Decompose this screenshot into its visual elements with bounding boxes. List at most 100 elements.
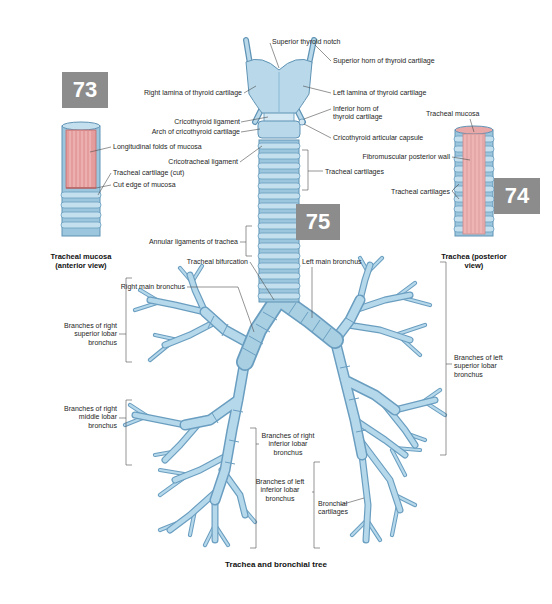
inset-title: Tracheal mucosa (anterior view)	[46, 252, 116, 270]
leader-line	[98, 173, 111, 195]
larynx-cartilage	[246, 40, 314, 122]
part-label: Bronchial cartilages	[318, 500, 358, 517]
figure-caption: Trachea and bronchial tree	[136, 560, 416, 569]
leader-line	[302, 150, 323, 190]
trachea	[258, 233, 300, 239]
leader-line	[240, 146, 262, 162]
leader-line	[315, 45, 331, 61]
tracheal-mucosa-inset	[66, 187, 96, 188]
leader-line	[304, 109, 331, 119]
larynx-cartilage	[258, 121, 300, 138]
trachea	[258, 223, 300, 229]
leader-line	[240, 226, 252, 256]
part-label: Cut edge of mucosa	[113, 181, 193, 189]
leader-line	[250, 262, 274, 300]
part-label: Branches of left inferior lobar bronchus	[248, 478, 312, 503]
part-label: Left lamina of thyroid cartilage	[333, 89, 453, 97]
bronchial-tree	[135, 265, 435, 540]
trachea	[258, 213, 300, 219]
larynx-cartilage	[246, 40, 314, 122]
bronchial-tree	[245, 298, 335, 362]
tracheal-mucosa-inset	[66, 130, 96, 188]
trachea	[258, 143, 300, 299]
leader-line	[119, 278, 132, 362]
trachea	[258, 163, 300, 169]
bronchial-cartilage-ring	[208, 303, 366, 464]
part-label: Superior thyroid notch	[272, 38, 362, 46]
bronchial-cartilage-ring	[243, 312, 277, 356]
inset-title: Trachea (posterior view)	[441, 252, 507, 270]
leader-line	[440, 262, 452, 455]
part-label: Branches of right superior lobar bronchu…	[55, 322, 117, 347]
callout-number: 74	[505, 183, 529, 209]
part-label: Branches of left superior lobar bronchus	[454, 354, 526, 379]
leader-line	[303, 86, 331, 93]
trachea-posterior-inset	[467, 135, 483, 233]
trachea	[258, 193, 300, 199]
trachea	[258, 273, 300, 279]
trachea	[259, 140, 299, 302]
leader-line	[312, 267, 313, 318]
part-label: Tracheal mucosa	[426, 110, 506, 118]
leader-line	[119, 400, 132, 465]
trachea	[258, 203, 300, 209]
larynx-cartilage	[246, 40, 314, 138]
part-label: Tracheal bifurcation	[130, 258, 248, 266]
callout-number: 73	[73, 77, 97, 103]
tracheal-mucosa-inset	[61, 212, 101, 218]
part-label: Right lamina of thyroid cartilage	[120, 89, 242, 97]
callout-box: 75	[296, 204, 340, 240]
leader-line	[452, 157, 470, 160]
larynx-cartilage	[278, 72, 279, 112]
trachea-posterior-inset	[455, 126, 493, 134]
part-label: Tracheal cartilages	[360, 188, 450, 196]
tracheal-mucosa-inset	[62, 122, 100, 130]
part-label: Fibromuscular posterior wall	[340, 153, 450, 161]
part-label: Cricothyroid ligament	[140, 118, 240, 126]
tracheal-mucosa-inset	[61, 222, 101, 228]
part-label: Annular ligaments of trachea	[120, 238, 238, 246]
trachea-posterior-inset	[454, 126, 494, 236]
bronchial-tree	[245, 298, 335, 362]
tracheal-mucosa-inset	[61, 202, 101, 208]
tracheal-mucosa-inset	[61, 122, 101, 236]
tracheal-mucosa-inset	[61, 192, 101, 198]
leader-line	[90, 43, 474, 548]
trachea	[258, 183, 300, 189]
leader-line	[470, 119, 474, 132]
part-label: Inferior horn of thyroid cartilage	[333, 105, 398, 122]
bronchial-tree	[135, 265, 435, 540]
trachea	[258, 140, 300, 302]
bronchial-tree	[185, 300, 395, 500]
callout-box: 74	[494, 178, 540, 214]
part-label: Arch of cricothyroid cartilage	[120, 128, 240, 136]
trachea	[258, 143, 300, 149]
leader-line	[304, 124, 331, 138]
leader-line	[244, 86, 256, 93]
trachea-posterior-inset	[463, 134, 485, 234]
part-label: Branches of right middle lobar bronchus	[57, 405, 117, 430]
trachea	[258, 253, 300, 259]
trachea	[258, 243, 300, 249]
trachea	[258, 153, 300, 159]
tracheal-mucosa-inset	[70, 131, 90, 187]
trachea	[258, 283, 300, 289]
leader-line	[187, 287, 254, 332]
trachea	[258, 173, 300, 179]
leader-line	[90, 147, 111, 152]
part-label: Right main bronchus	[80, 283, 185, 291]
tracheal-mucosa-inset	[62, 126, 100, 236]
trachea-posterior-inset	[455, 130, 493, 236]
callout-box: 73	[62, 72, 108, 108]
part-label: Cricotracheal ligament	[140, 158, 238, 166]
leader-line	[270, 43, 279, 68]
bronchial-cartilage-ring	[208, 316, 366, 464]
part-label: Left main bronchus	[302, 258, 392, 266]
trachea	[258, 293, 300, 299]
part-label: Tracheal cartilages	[325, 168, 405, 176]
part-label: Longitudinal folds of mucosa	[113, 143, 223, 151]
bronchial-cartilage-ring	[288, 303, 331, 340]
bronchial-tree	[185, 300, 395, 500]
leader-line	[241, 129, 260, 132]
leader-line	[241, 117, 268, 122]
